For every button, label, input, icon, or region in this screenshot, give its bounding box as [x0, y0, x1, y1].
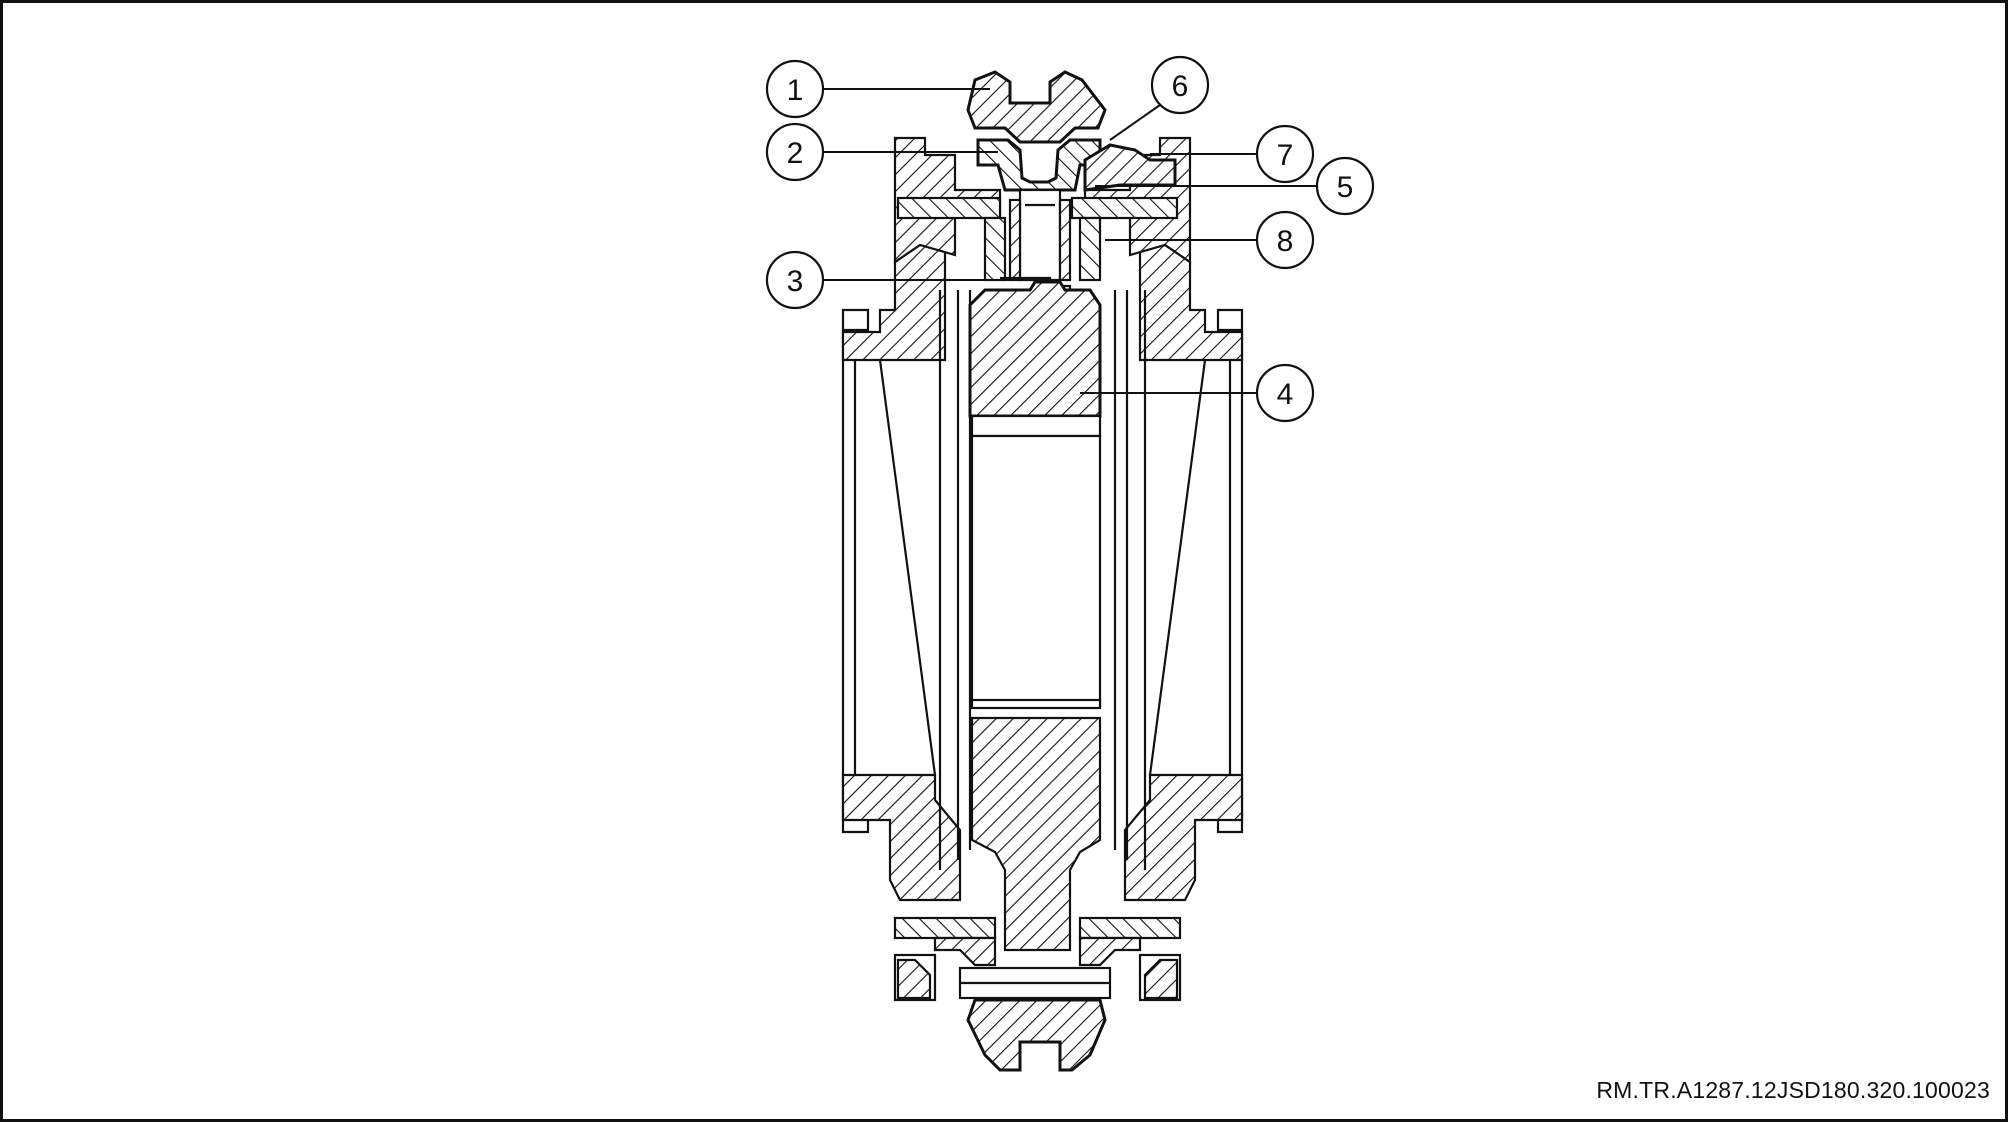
- callout-8-label: 8: [1277, 225, 1294, 258]
- callout-2: 2: [765, 122, 825, 182]
- callout-4-label: 4: [1277, 378, 1294, 411]
- callout-3-label: 3: [787, 265, 804, 298]
- callout-5-label: 5: [1337, 171, 1354, 204]
- piston: [968, 280, 1102, 418]
- callout-5: 5: [1315, 156, 1375, 216]
- callout-6: 6: [1150, 55, 1210, 115]
- callout-2-label: 2: [787, 137, 804, 170]
- top-screw: [966, 70, 1107, 144]
- reference-code: RM.TR.A1287.12JSD180.320.100023: [1596, 1077, 1990, 1103]
- callout-1-label: 1: [787, 74, 804, 107]
- callouts: 1 2 3 4 5 6 7 8: [765, 55, 1375, 423]
- collar: [1083, 143, 1177, 192]
- assembly-cross-section: [841, 70, 1244, 1072]
- callout-3: 3: [765, 250, 825, 310]
- left-lower-flange: [841, 773, 962, 902]
- callout-7-label: 7: [1277, 139, 1294, 172]
- valve-seat: [976, 138, 1102, 192]
- callout-6-label: 6: [1172, 70, 1189, 103]
- callout-7: 7: [1255, 124, 1315, 184]
- lower-shaft: [970, 716, 1102, 952]
- callout-8: 8: [1255, 210, 1315, 270]
- leader-lines: [817, 88, 1318, 394]
- right-lower-flange: [1123, 773, 1244, 902]
- left-lower-bearing: [893, 916, 997, 940]
- callout-1: 1: [765, 59, 825, 119]
- right-lower-bearing: [1078, 916, 1182, 940]
- bottom-nut: [966, 998, 1107, 1072]
- callout-4: 4: [1255, 363, 1315, 423]
